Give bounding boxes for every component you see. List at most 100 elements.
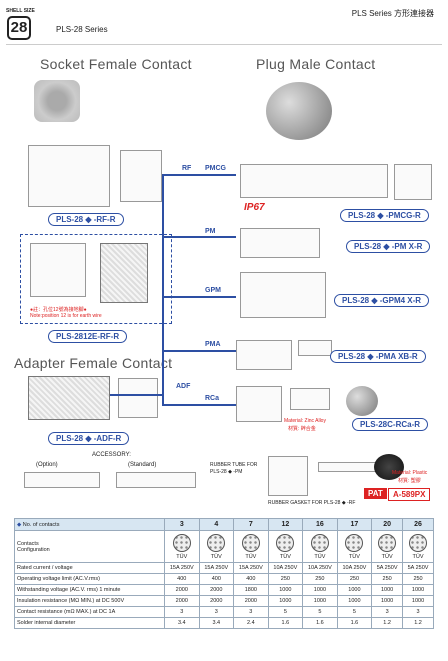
table-cell: 1000: [267, 595, 304, 607]
header-divider: [6, 44, 442, 45]
row-label: Operating voltage limit (AC.V.rms): [14, 573, 165, 585]
table-cell: 10A 250V: [336, 562, 373, 574]
part-pma-xbr: PLS-28 ◆ -PMA XB-R: [330, 350, 426, 363]
shell-size-label: SHELL SIZE: [6, 8, 35, 14]
table-cell: 1.6: [336, 617, 373, 629]
part-rf-2812e: PLS-2812E-RF-R: [48, 330, 128, 343]
table-cell: 5A 250V: [371, 562, 404, 574]
pin-layout-icon: [276, 533, 295, 552]
table-cell: 3: [402, 606, 434, 618]
table-cell: 5: [336, 606, 373, 618]
gasket-photo: [374, 454, 404, 480]
branch-pm: [162, 236, 236, 238]
table-cell: 1.6: [267, 617, 304, 629]
rubber-tube-option-drawing: [24, 472, 100, 488]
table-cell: 400: [198, 573, 235, 585]
rf-2812e-side-drawing: [100, 243, 148, 303]
earth-note-en: Note:position 12 is for earth wire: [30, 313, 102, 319]
option-label: (Option): [36, 462, 58, 468]
pmcg-drawing: [240, 164, 388, 198]
contacts-cell: 26: [402, 518, 434, 531]
pma-drawing: [236, 340, 292, 370]
config-row: Contacts Configuration TÜV TÜV TÜV TÜV T…: [14, 530, 434, 563]
branch-rf: [162, 174, 236, 176]
part-adf-r: PLS-28 ◆ -ADF-R: [48, 432, 130, 445]
tuv-mark: TÜV: [279, 553, 291, 560]
config-cell: TÜV: [198, 530, 235, 563]
part-gpm4-xr: PLS-28 ◆ -GPM4 X-R: [334, 294, 430, 307]
tuv-mark: TÜV: [176, 553, 188, 560]
table-cell: 1800: [233, 584, 269, 596]
table-cell: 1000: [336, 584, 373, 596]
tuv-mark: TÜV: [245, 553, 257, 560]
zinc-alloy-cn-label: 材質: 鋅合金: [288, 426, 316, 432]
table-title: No. of contacts: [22, 521, 60, 528]
table-cell: 400: [164, 573, 200, 585]
pin-layout-icon: [172, 533, 191, 552]
label-rca: RCa: [205, 395, 220, 402]
header-right-title: PLS Series 方形連接器: [351, 9, 434, 18]
contacts-cell: 3: [164, 518, 200, 531]
series-title: PLS-28 Series: [56, 25, 108, 34]
adapter-female-title: Adapter Female Contact: [14, 355, 173, 371]
pin-layout-icon: [310, 533, 329, 552]
branch-trunk: [162, 174, 164, 404]
table-cell: 400: [233, 573, 269, 585]
config-cell: TÜV: [267, 530, 304, 563]
table-cell: 15A 250V: [164, 562, 200, 574]
table-cell: 3.4: [198, 617, 235, 629]
row-label: Insulation resistance (MΩ MIN.) at DC 50…: [14, 595, 165, 607]
adapter-side-drawing: [28, 376, 110, 420]
label-rf: RF: [182, 165, 192, 172]
socket-front-drawing: [28, 145, 110, 207]
table-header-row: ◆ No. of contacts 3 4 7 12 16 17 20 26: [14, 518, 434, 531]
earth-note-cn: ●註：孔位12號為接地腳●: [30, 307, 87, 313]
table-cell: 2.4: [233, 617, 269, 629]
pin-layout-icon: [345, 533, 364, 552]
table-row: Withstanding voltage (AC.V. rms) 1 minut…: [14, 584, 434, 596]
label-pmcg: PMCG: [205, 165, 226, 172]
config-cell: TÜV: [302, 530, 338, 563]
socket-female-title: Socket Female Contact: [40, 56, 192, 72]
gpm-drawing: [240, 272, 326, 318]
table-row: Insulation resistance (MΩ MIN.) at DC 50…: [14, 595, 434, 607]
table-cell: 1.6: [302, 617, 338, 629]
part-rf-r: PLS-28 ◆ -RF-R: [48, 213, 124, 226]
table-cell: 5A 250V: [402, 562, 434, 574]
table-cell: 250: [371, 573, 404, 585]
table-cell: 2000: [198, 584, 235, 596]
branch-adf: [110, 394, 164, 396]
table-cell: 15A 250V: [233, 562, 269, 574]
pm-drawing: [240, 228, 320, 258]
label-pma: PMA: [205, 341, 221, 348]
contacts-cell: 17: [336, 518, 373, 531]
rca-cap-photo: [346, 386, 378, 416]
table-cell: 3: [371, 606, 404, 618]
table-cell: 1000: [302, 584, 338, 596]
table-cell: 3.4: [164, 617, 200, 629]
table-cell: 10A 250V: [302, 562, 338, 574]
table-cell: 3: [233, 606, 269, 618]
table-cell: 3: [164, 606, 200, 618]
zinc-alloy-label: Material: Zinc Alloy: [284, 418, 326, 424]
rf-2812e-front-drawing: [30, 243, 86, 297]
shell-number-badge: 28: [7, 16, 31, 40]
table-cell: 1000: [336, 595, 373, 607]
plug-male-title: Plug Male Contact: [256, 56, 376, 72]
branch-pma: [162, 350, 236, 352]
table-cell: 1000: [267, 584, 304, 596]
tuv-mark: TÜV: [412, 553, 424, 560]
pin-layout-icon: [409, 533, 428, 552]
table-cell: 250: [336, 573, 373, 585]
tuv-mark: TÜV: [381, 553, 393, 560]
contacts-cell: 7: [233, 518, 269, 531]
table-cell: 1000: [302, 595, 338, 607]
pat-number: A-589PX: [388, 488, 431, 501]
table-cell: 2000: [164, 595, 200, 607]
table-cell: 2000: [233, 595, 269, 607]
part-rca-r: PLS-28C-RCa-R: [352, 418, 429, 431]
label-pm: PM: [205, 228, 216, 235]
